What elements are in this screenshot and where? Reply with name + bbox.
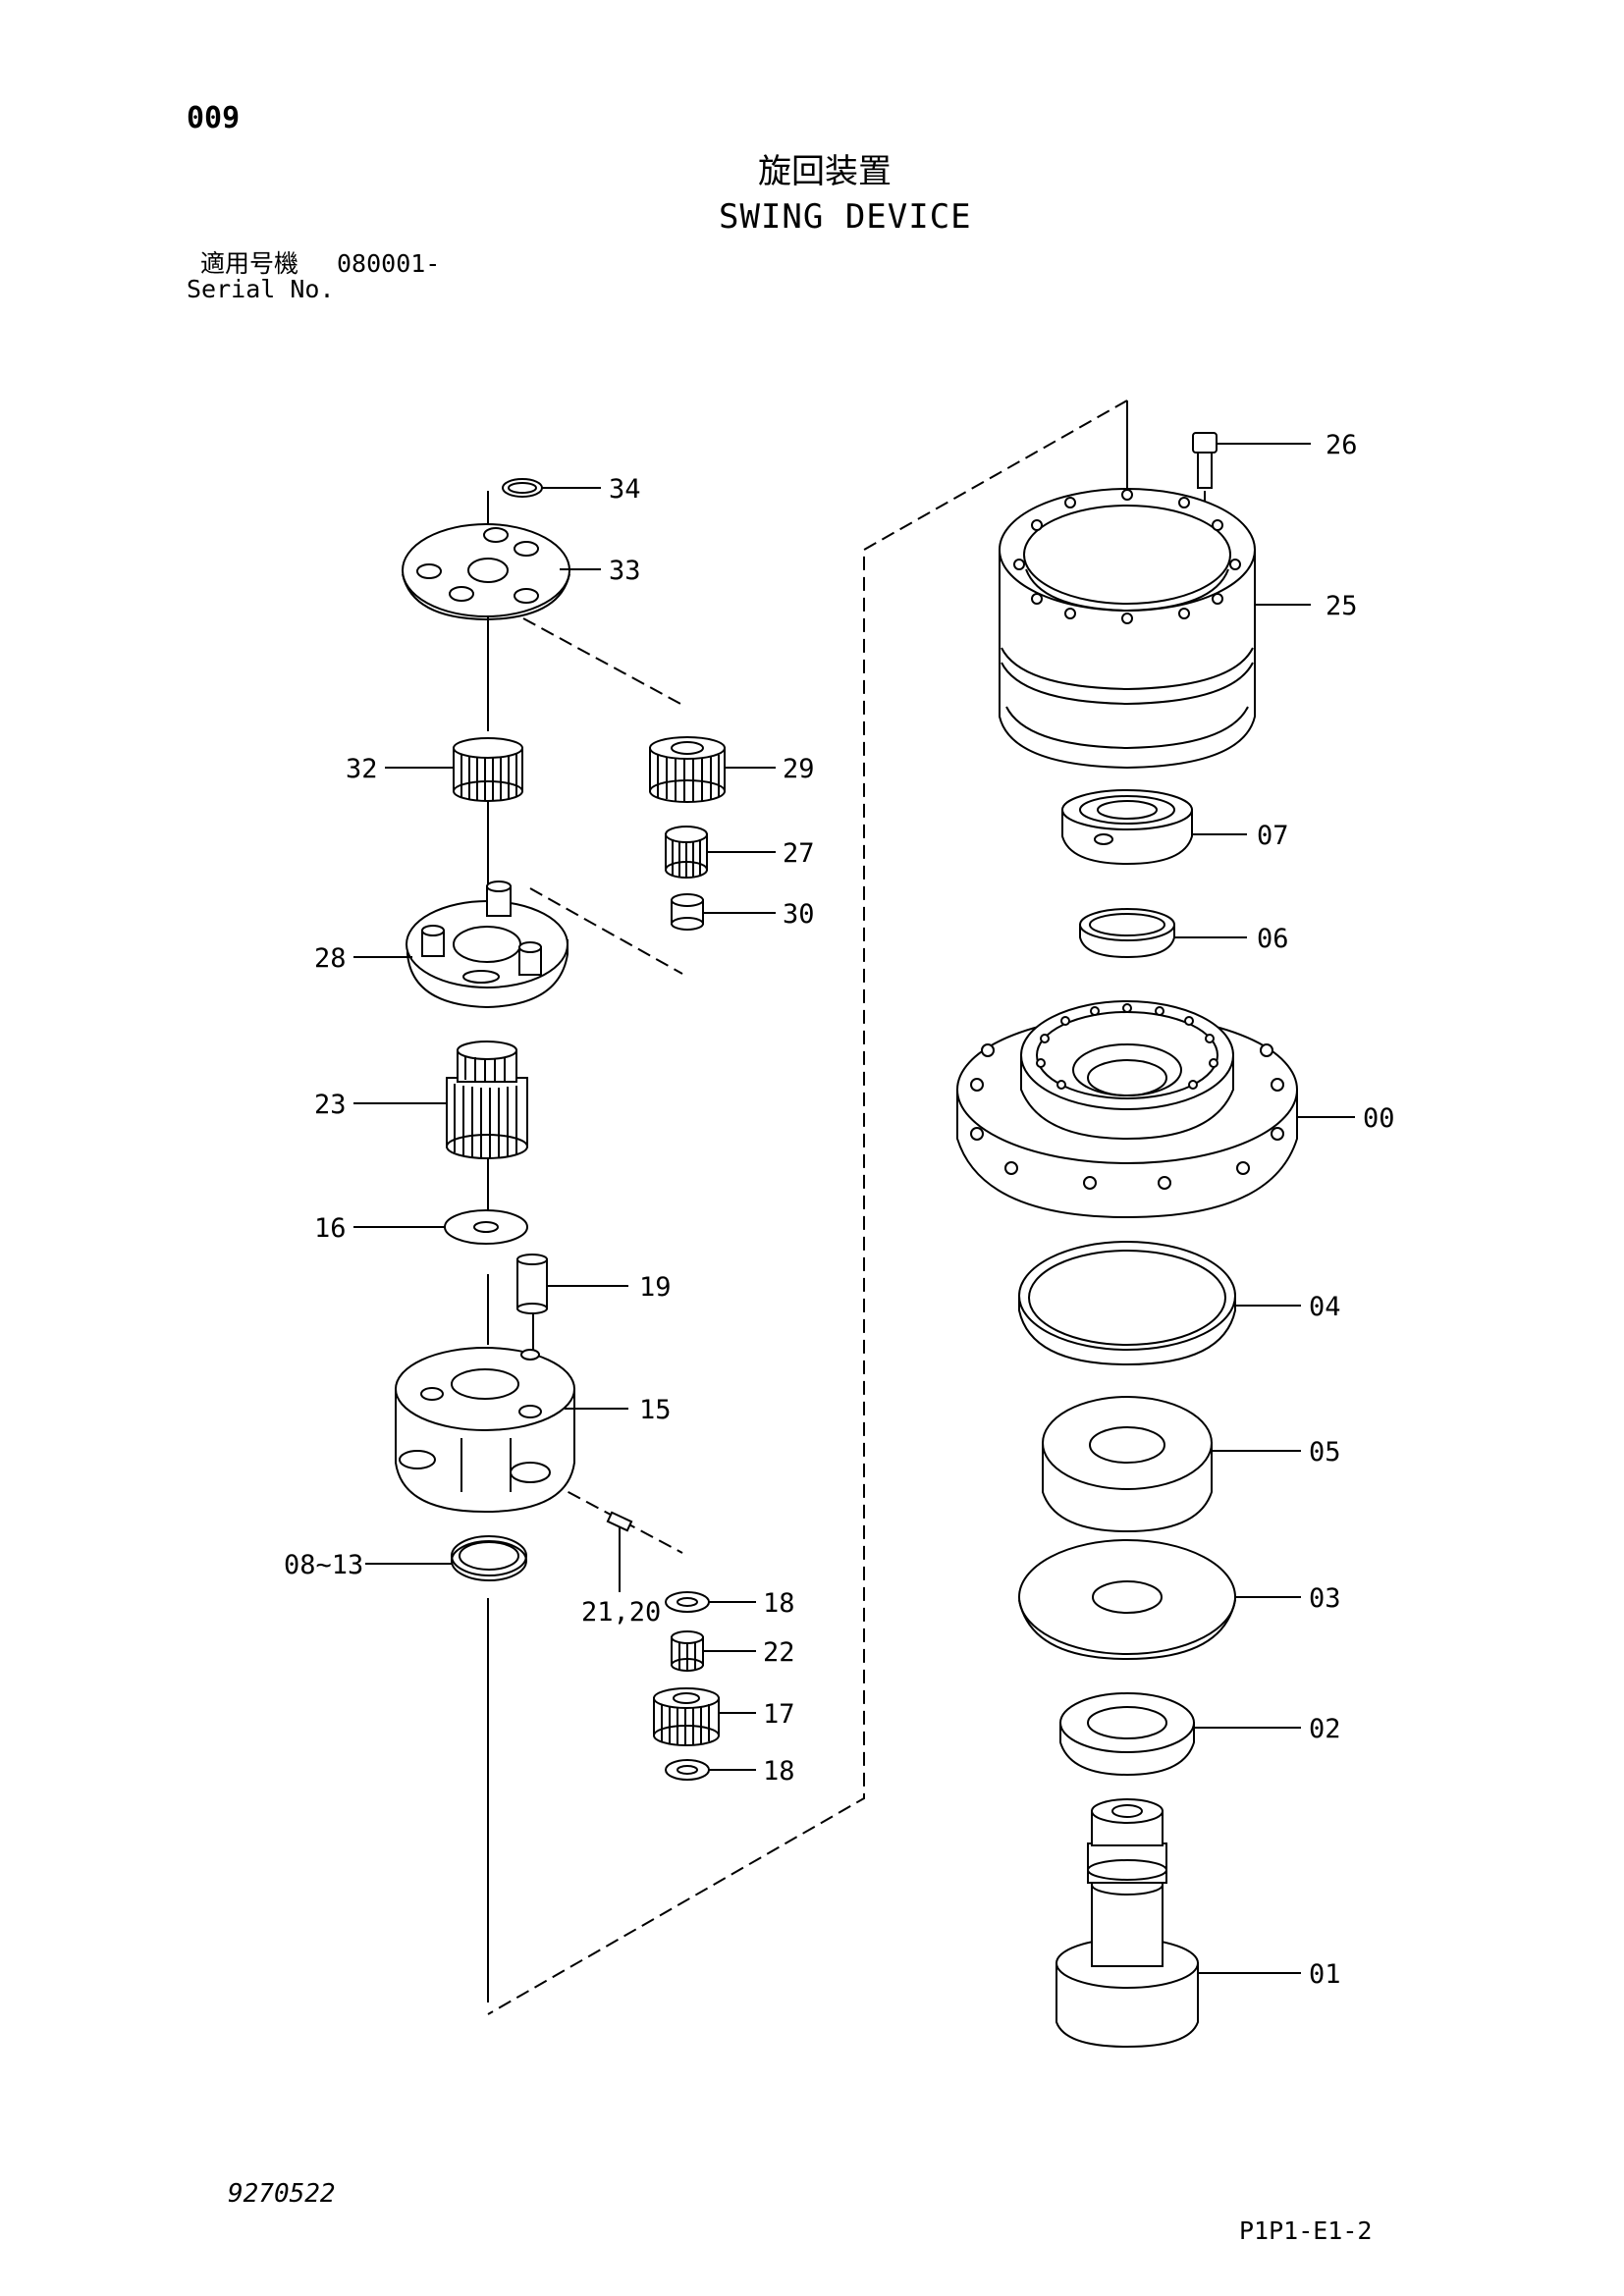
callout-labels: 34 33 32 29 27 30 28 23 16 19 15 08~13 2… [284,430,1395,1990]
document-number: 9270522 [228,2179,336,2209]
page-code: P1P1-E1-2 [1239,2216,1373,2245]
part-32-gear [453,737,523,802]
part-15-carrier [395,1347,575,1514]
part-01-pinion-shaft [1056,1798,1199,2049]
part-28-carrier [406,881,568,1009]
serial-number-value: 080001- [337,249,441,278]
callout-17: 17 [763,1699,795,1730]
callout-08-13: 08~13 [284,1550,363,1580]
part-04-seal-ring [1018,1241,1236,1366]
part-27-needle-bearing [665,826,708,879]
callout-06: 06 [1257,924,1289,954]
part-08-13-ring [451,1535,527,1581]
callout-34: 34 [609,474,641,505]
part-18-washer-bottom [665,1759,710,1781]
callout-16: 16 [314,1213,347,1244]
page-title-english: SWING DEVICE [719,197,972,237]
part-22-needle-bearing [671,1630,704,1672]
part-18-washer-top [665,1591,710,1613]
part-17-planet-gear [653,1687,720,1746]
callout-04: 04 [1309,1292,1341,1322]
callout-28: 28 [314,943,347,974]
callout-07: 07 [1257,821,1289,851]
callout-25: 25 [1326,591,1358,621]
part-26-socket-bolt [1192,432,1218,489]
callout-30: 30 [783,899,815,930]
part-03-shim-plate [1018,1539,1236,1661]
serial-label-japanese: 適用号機 [200,249,299,278]
part-29-planet-gear [649,736,726,803]
callout-18-top: 18 [763,1588,795,1619]
part-23-sun-gear [446,1041,528,1159]
dashed-assembly-bracket [487,400,1128,2015]
part-16-thrust-washer [444,1209,528,1245]
callout-29: 29 [783,754,815,784]
part-21-20-spring-pin [606,1511,633,1532]
callout-22: 22 [763,1637,795,1668]
callout-00: 00 [1363,1103,1395,1134]
callout-32: 32 [346,754,378,784]
serial-label-english: Serial No. [187,275,335,303]
callout-03: 03 [1309,1583,1341,1614]
callout-15: 15 [639,1395,672,1425]
part-30-bushing [671,893,704,931]
part-02-bearing [1059,1692,1195,1777]
callout-26: 26 [1326,430,1358,460]
leader-lines [353,443,1355,1974]
part-00-swing-housing [956,1000,1298,1219]
left-axis-lines [487,491,683,2002]
part-33-thrust-plate [402,523,570,621]
part-06-oil-seal [1079,908,1175,959]
callout-23: 23 [314,1090,347,1120]
part-25-ring-gear-housing [999,488,1256,770]
callout-18-bottom: 18 [763,1756,795,1787]
callout-27: 27 [783,838,815,869]
part-34-snap-ring [502,478,543,498]
part-07-bearing [1061,789,1193,866]
part-05-collar [1042,1396,1213,1533]
callout-01: 01 [1309,1959,1341,1990]
page-number: 009 [187,101,241,135]
callout-21-20: 21,20 [581,1597,661,1628]
callout-05: 05 [1309,1437,1341,1468]
callout-33: 33 [609,556,641,586]
callout-02: 02 [1309,1714,1341,1744]
callout-19: 19 [639,1272,672,1303]
page-title-japanese: 旋回装置 [758,152,892,191]
part-19-pin [516,1254,548,1314]
